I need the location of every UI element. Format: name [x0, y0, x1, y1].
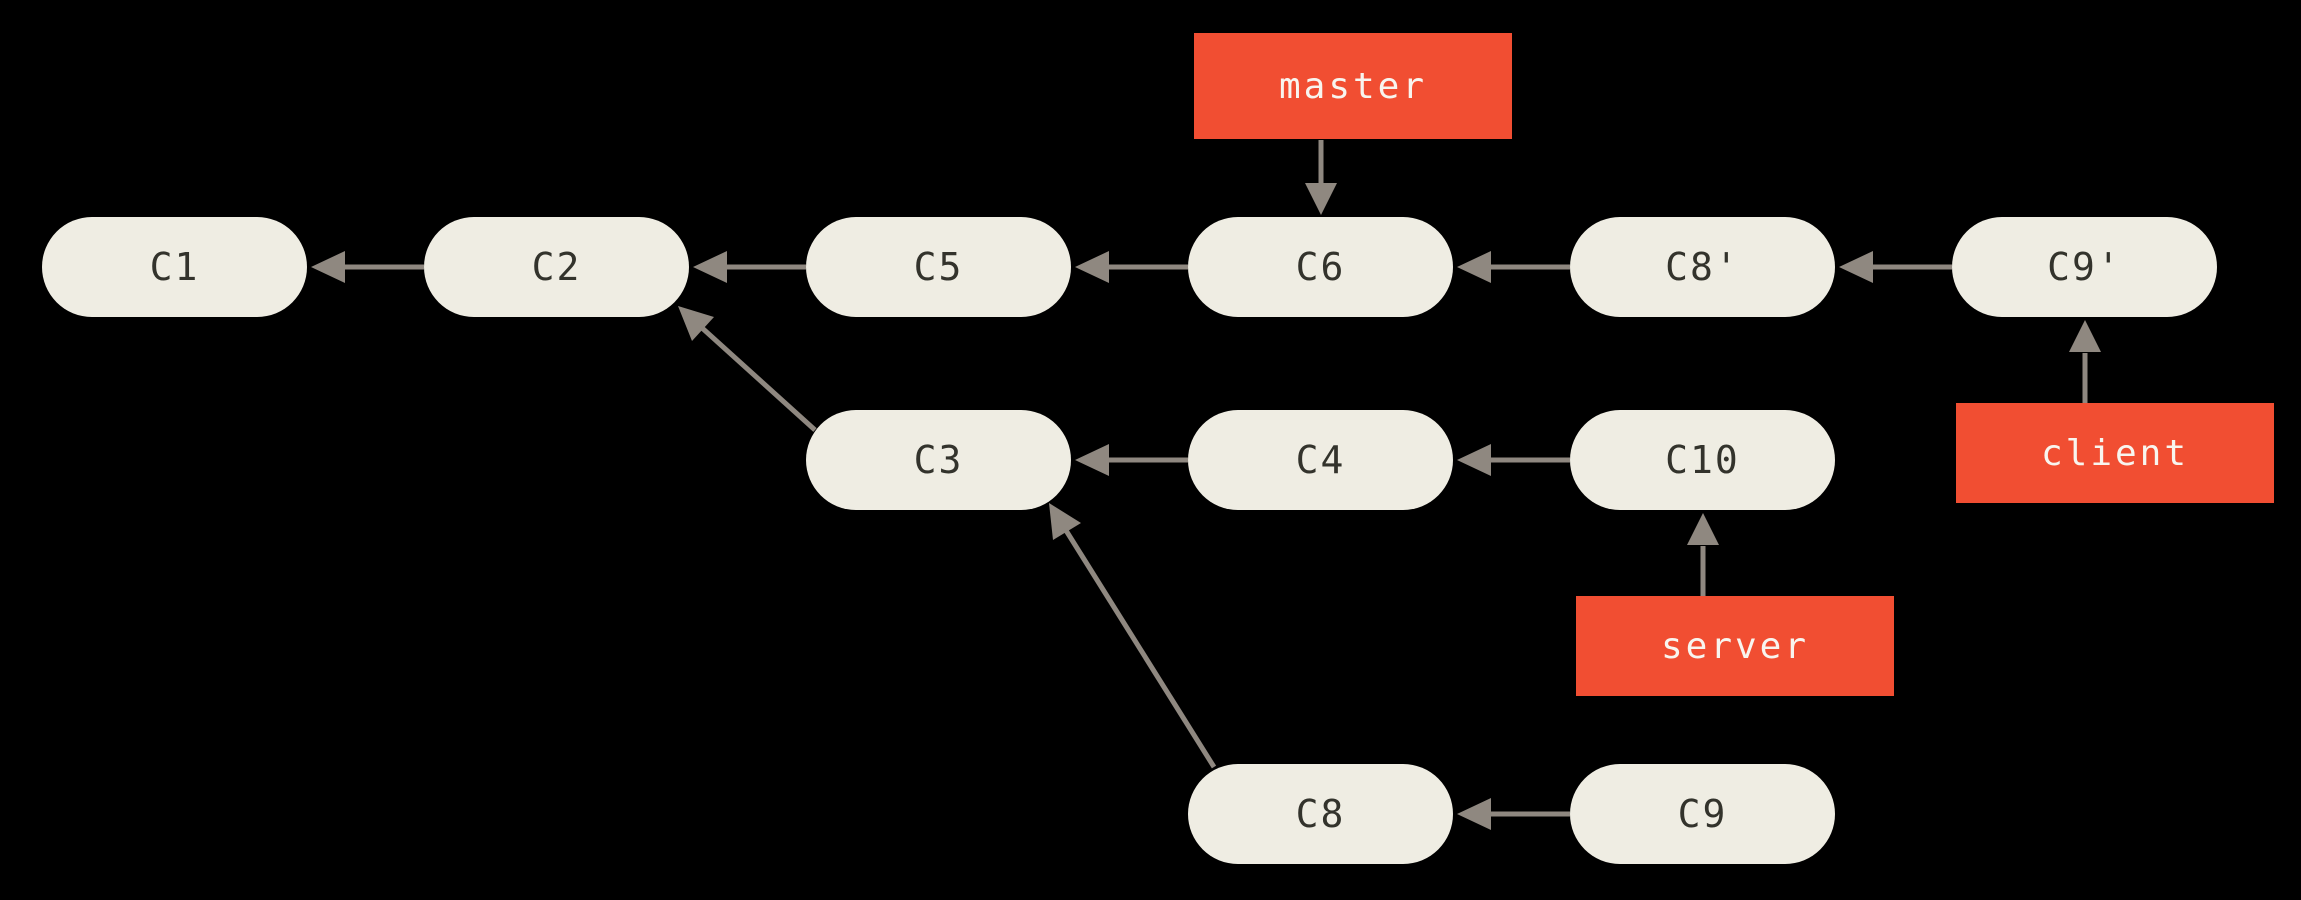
- commit-node-c2: C2: [424, 217, 689, 317]
- arrow-c6-to-c5: [1075, 251, 1188, 283]
- commit-node-c10: C10: [1570, 410, 1835, 510]
- commit-node-c9-prime: C9': [1952, 217, 2217, 317]
- arrow-c4-to-c3: [1075, 444, 1188, 476]
- arrow-master-to-c6: [1305, 140, 1337, 215]
- arrow-c2-to-c1: [311, 251, 424, 283]
- commit-node-c8: C8: [1188, 764, 1453, 864]
- commit-node-c8-prime: C8': [1570, 217, 1835, 317]
- branch-label-master: master: [1194, 33, 1512, 139]
- arrow-server-to-c10: [1687, 513, 1719, 597]
- branch-label-client: client: [1956, 403, 2274, 503]
- arrow-c8p-to-c6: [1457, 251, 1570, 283]
- commit-node-c3: C3: [806, 410, 1071, 510]
- arrow-c10-to-c4: [1457, 444, 1570, 476]
- commit-node-c4: C4: [1188, 410, 1453, 510]
- commit-node-c9: C9: [1570, 764, 1835, 864]
- branch-label-server: server: [1576, 596, 1894, 696]
- arrow-c3-to-c2: [678, 306, 817, 432]
- commit-node-c5: C5: [806, 217, 1071, 317]
- arrow-c5-to-c2: [693, 251, 806, 283]
- arrow-c9-to-c8: [1457, 798, 1570, 830]
- commit-node-c6: C6: [1188, 217, 1453, 317]
- arrow-c9p-to-c8p: [1839, 251, 1952, 283]
- commit-node-c1: C1: [42, 217, 307, 317]
- arrow-client-to-c9p: [2069, 320, 2101, 404]
- arrow-c8-to-c3: [1049, 503, 1217, 769]
